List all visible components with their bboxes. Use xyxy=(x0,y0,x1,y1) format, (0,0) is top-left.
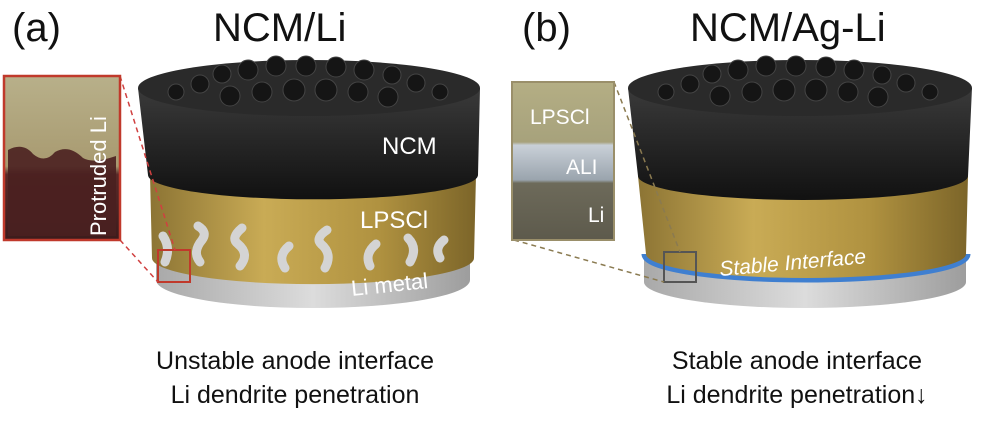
label-protruded-li: Protruded Li xyxy=(86,116,111,236)
label-inset-lpscl: LPSCl xyxy=(530,106,590,129)
lpscl-layer-a xyxy=(150,175,476,285)
connector-a-bottom xyxy=(119,239,159,283)
ncm-layer-b xyxy=(628,88,972,200)
caption-a: Unstable anode interface Li dendrite pen… xyxy=(100,344,490,412)
ncm-layer-a xyxy=(138,88,480,200)
caption-b-line2: Li dendrite penetration↓ xyxy=(666,381,928,409)
inset-a xyxy=(2,74,122,242)
caption-b: Stable anode interface Li dendrite penet… xyxy=(612,344,982,412)
panel-b-title: NCM/Ag-Li xyxy=(690,6,886,50)
connector-b-bottom xyxy=(513,239,665,283)
dendrites-a xyxy=(158,221,449,273)
label-ncm: NCM xyxy=(382,133,437,160)
label-inset-li: Li xyxy=(588,204,604,227)
caption-a-line1: Unstable anode interface xyxy=(156,347,434,375)
panel-a-letter: (a) xyxy=(12,6,61,50)
inset-target-box-a xyxy=(157,249,191,283)
cylinder-a xyxy=(138,55,480,308)
cylinder-b xyxy=(628,55,972,308)
inset-b xyxy=(511,81,615,241)
label-lpscl: LPSCl xyxy=(360,207,428,234)
panel-b-letter: (b) xyxy=(522,6,571,50)
connector-a-top xyxy=(119,75,176,251)
panel-a-title: NCM/Li xyxy=(213,6,347,50)
lpscl-layer-b xyxy=(638,176,968,278)
caption-b-line1: Stable anode interface xyxy=(671,347,923,375)
connector-b-top xyxy=(613,81,681,253)
caption-a-line2: Li dendrite penetration xyxy=(170,381,420,409)
label-inset-ali: ALI xyxy=(566,156,598,179)
